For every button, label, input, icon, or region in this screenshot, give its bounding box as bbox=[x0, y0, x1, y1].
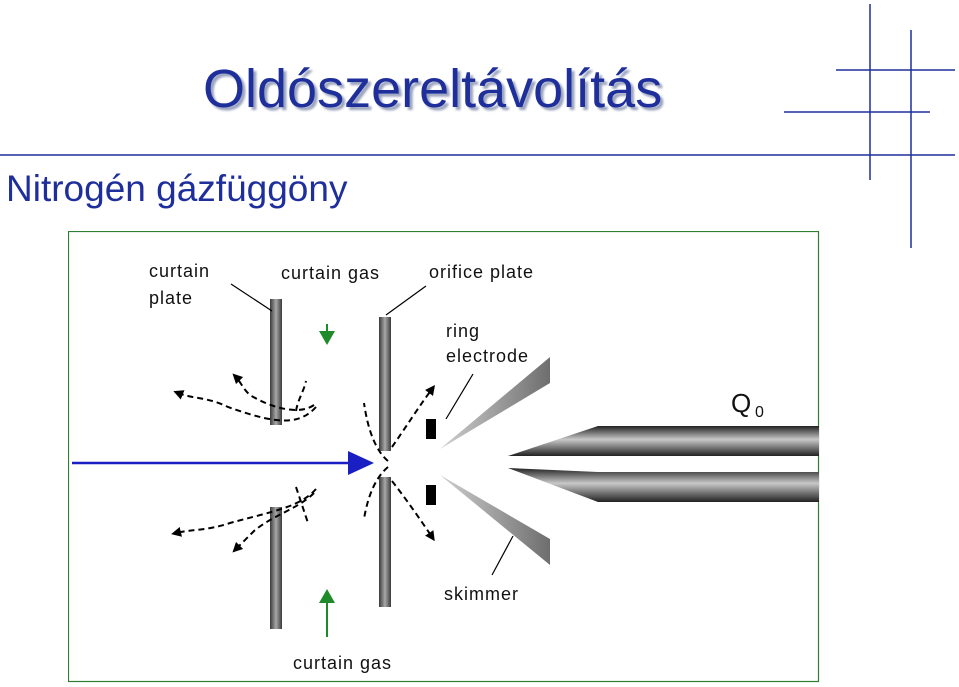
flow-right-upper bbox=[391, 384, 435, 448]
label-q0-subscript: 0 bbox=[755, 404, 764, 421]
orifice-plate-lower bbox=[379, 477, 391, 607]
decorative-lines bbox=[0, 4, 955, 248]
q0-rod-lower bbox=[508, 468, 819, 502]
flow-center-upper bbox=[363, 402, 389, 462]
curtain-plate-lower bbox=[270, 507, 282, 629]
flow-upper-left-inner bbox=[232, 373, 315, 411]
flow-lower-curl bbox=[295, 486, 309, 524]
curtain-gas-arrow-top-head bbox=[319, 331, 335, 345]
label-skimmer: skimmer bbox=[444, 584, 519, 604]
slide-subtitle: Nitrogén gázfüggöny bbox=[6, 168, 348, 209]
leader-lines bbox=[230, 283, 514, 576]
flow-lower-left-inner bbox=[232, 492, 315, 553]
leader-curtain-plate bbox=[230, 283, 273, 312]
flow-upper-left-outer bbox=[173, 390, 317, 422]
gas-flow-lines bbox=[171, 373, 435, 553]
label-curtain-gas-bottom: curtain gas bbox=[293, 653, 392, 673]
q0-rod-upper bbox=[508, 426, 819, 456]
curtain-gas-diagram: curtain plate curtain gas orifice plate … bbox=[68, 231, 820, 683]
label-orifice-plate: orifice plate bbox=[429, 262, 534, 282]
curtain-gas-arrow-bottom-head bbox=[319, 589, 335, 603]
slide-title: Oldószereltávolítás bbox=[203, 59, 663, 119]
label-ring-electrode-1: ring bbox=[446, 321, 480, 341]
orifice-plate-upper bbox=[379, 317, 391, 451]
flow-center-lower bbox=[363, 466, 389, 520]
label-ring-electrode-2: electrode bbox=[446, 346, 529, 366]
ring-electrode-upper bbox=[426, 419, 436, 439]
leader-skimmer bbox=[491, 535, 514, 576]
ion-beam-arrowhead bbox=[348, 451, 374, 475]
label-q0: Q bbox=[731, 388, 751, 418]
leader-orifice-plate bbox=[385, 285, 427, 316]
leader-ring-electrode bbox=[445, 373, 474, 420]
flow-lower-left-outer bbox=[171, 488, 317, 537]
label-curtain-plate-1: curtain bbox=[149, 261, 210, 281]
label-curtain-gas-top: curtain gas bbox=[281, 263, 380, 283]
ring-electrode-lower bbox=[426, 485, 436, 505]
skimmer-upper bbox=[440, 357, 550, 449]
diagram-frame bbox=[68, 231, 820, 683]
flow-right-lower bbox=[391, 480, 435, 542]
label-curtain-plate-2: plate bbox=[149, 288, 193, 308]
flow-upper-curl bbox=[295, 380, 307, 412]
skimmer-lower bbox=[440, 475, 550, 565]
curtain-plate-upper bbox=[270, 299, 282, 425]
